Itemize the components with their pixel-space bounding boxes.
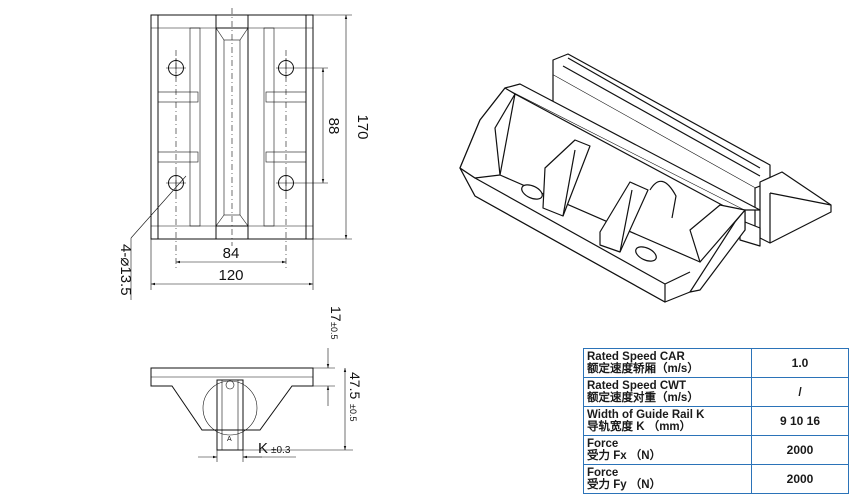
table-row: Force 受力 Fy （N） 2000	[583, 464, 849, 494]
hole-callout-label: 4-⌀13.5	[117, 244, 134, 296]
spec-label-cn: 额定速度对重（m/s）	[587, 392, 699, 404]
isometric-view	[459, 53, 832, 303]
spec-label-cn: 导轨宽度 K （mm）	[587, 421, 692, 433]
dim-84-label: 84	[223, 245, 240, 262]
spec-label-cn: 额定速度轿厢（m/s）	[587, 363, 699, 375]
spec-label-en: Rated Speed CWT	[587, 379, 687, 392]
dim-47-5-label: 47.5	[347, 372, 363, 399]
spec-value: 2000	[751, 435, 849, 465]
table-row: Force 受力 Fx （N） 2000	[583, 435, 849, 465]
top-view: 170 88 84 120 4-⌀13.5	[117, 8, 371, 300]
spec-value: 9 10 16	[751, 406, 849, 436]
spec-label-cn: 受力 Fx （N）	[587, 450, 662, 462]
spec-label-cell: Force 受力 Fy （N）	[583, 464, 752, 494]
spec-value: 2000	[751, 464, 849, 494]
spec-label-cn: 受力 Fy （N）	[587, 479, 662, 491]
spec-label-cell: Rated Speed CAR 额定速度轿厢（m/s）	[583, 348, 752, 378]
dim-k-label: K	[258, 440, 268, 457]
dim-17-tolerance: ±0.5	[329, 322, 339, 339]
mark-a-label: A	[227, 436, 232, 443]
spec-label-cell: Rated Speed CWT 额定速度对重（m/s）	[583, 377, 752, 407]
side-view: A 17 ±0.5 47.5 ±0.5 K ±0.3	[150, 306, 363, 462]
spec-label-en: Force	[587, 437, 619, 450]
spec-label-en: Force	[587, 466, 619, 479]
spec-value: 1.0	[751, 348, 849, 378]
dim-47-5-tolerance: ±0.5	[348, 404, 358, 421]
spec-table: Rated Speed CAR 额定速度轿厢（m/s） 1.0 Rated Sp…	[583, 348, 849, 494]
spec-label-cell: Width of Guide Rail K 导轨宽度 K （mm）	[583, 406, 752, 436]
dim-120-label: 120	[218, 267, 243, 284]
spec-label-en: Rated Speed CAR	[587, 350, 685, 363]
dim-88-label: 88	[325, 118, 342, 135]
table-row: Width of Guide Rail K 导轨宽度 K （mm） 9 10 1…	[583, 406, 849, 436]
dim-17-label: 17	[328, 306, 344, 322]
spec-label-cell: Force 受力 Fx （N）	[583, 435, 752, 465]
dim-k-tolerance: ±0.3	[271, 445, 291, 456]
table-row: Rated Speed CAR 额定速度轿厢（m/s） 1.0	[583, 348, 849, 378]
spec-label-en: Width of Guide Rail K	[587, 408, 705, 421]
dim-170-label: 170	[354, 114, 371, 139]
table-row: Rated Speed CWT 额定速度对重（m/s） /	[583, 377, 849, 407]
spec-value: /	[751, 377, 849, 407]
